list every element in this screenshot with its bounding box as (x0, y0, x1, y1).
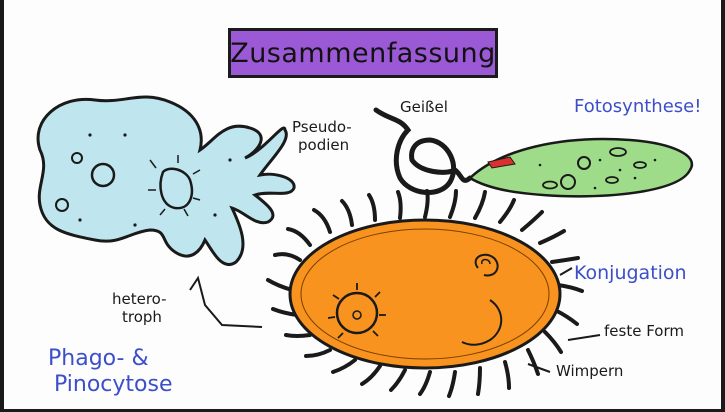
heterotroph-line1: hetero- (112, 290, 167, 308)
heterotroph-label: hetero- troph (112, 290, 167, 326)
wimpern-label: Wimpern (556, 362, 623, 380)
euglena-drawing (470, 139, 692, 196)
feste-form-label: feste Form (604, 322, 684, 340)
phago-pinocytose-label: Phago- & Pinocytose (48, 346, 173, 398)
pseudopodien-label: Pseudo- podien (292, 118, 352, 154)
pseudopodien-line2: podien (292, 136, 352, 154)
phago-line2: Pinocytose (48, 372, 173, 398)
pseudopodien-line1: Pseudo- (292, 118, 352, 136)
page-title: Zusammenfassung (230, 38, 496, 69)
fotosynthese-label: Fotosynthese! (574, 96, 701, 117)
title-banner: Zusammenfassung (228, 28, 498, 78)
phago-line1: Phago- & (48, 346, 173, 372)
konjugation-label: Konjugation (574, 262, 687, 284)
amoeba-drawing (38, 97, 294, 265)
geissel-label: Geißel (400, 98, 448, 116)
heterotroph-line2: troph (112, 308, 167, 326)
paramecium-drawing (290, 220, 560, 368)
flagellum-line (376, 110, 470, 193)
